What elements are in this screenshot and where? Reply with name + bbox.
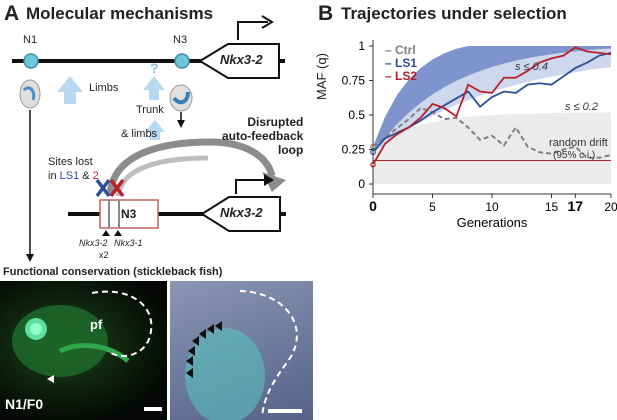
site-label-x2: x2 (99, 250, 109, 260)
stickleback-photo-left: N1/F0 pf (0, 281, 167, 420)
drift-ci-band (373, 112, 611, 184)
conservation-heading: Functional conservation (stickleback fis… (3, 266, 223, 278)
sites-lost-label: Sites lost in LS1 & 2 (48, 156, 99, 182)
chart-annotations: s ≤ 0.4 s ≤ 0.2 random drift(95% c.i.) (515, 61, 608, 161)
svg-text:?: ? (150, 60, 159, 76)
pf-label: pf (90, 317, 103, 332)
chart-annotation: (95% c.i.) (553, 150, 595, 161)
chart-legend: – Ctrl– LS1– LS2 (385, 43, 417, 83)
x-tick-label: 10 (485, 200, 499, 214)
chart-annotation: random drift (549, 137, 608, 149)
y-axis-title: MAF (q) (314, 53, 329, 100)
y-tick-label: 0.75 (342, 74, 366, 88)
label-n3-top: N3 (173, 34, 188, 46)
n1-enhancer (23, 53, 39, 69)
panel-a-title: Molecular mechanisms (26, 4, 214, 23)
chart-annotation: s ≤ 0.4 (515, 61, 548, 73)
label-trunk: Trunk (136, 104, 164, 116)
feedback-loop-arrow (106, 138, 276, 197)
y-tick-label: 1 (358, 39, 365, 53)
selection-band-0-4 (373, 46, 611, 154)
y-tick-label: 0 (358, 177, 365, 191)
limbs-up-arrow (57, 76, 83, 104)
site-label-nkx31: Nkx3-1 (114, 238, 143, 248)
legend-entry: – LS2 (385, 69, 417, 83)
x-tick-label: 5 (429, 200, 436, 214)
scale-bar-right (268, 409, 302, 413)
x-tick-label: 0 (369, 198, 377, 214)
n3-enhancer (174, 53, 190, 69)
bottom-promoter-arrow (235, 179, 270, 194)
embryo-trunk-sketch (169, 84, 193, 112)
x-axis-title: Generations (457, 215, 528, 230)
embryo-limbs-sketch (19, 79, 41, 109)
label-n1: N1 (23, 34, 38, 46)
label-and-limbs: & limbs (121, 128, 158, 140)
label-n3-box: N3 (121, 207, 137, 221)
top-gene-arrow (198, 43, 280, 79)
trunk-limbs-up-arrow (145, 120, 165, 140)
bottom-gene-arrow (200, 196, 281, 232)
panel-b-title: Trajectories under selection (341, 4, 567, 23)
scale-bar (144, 407, 162, 411)
panel-b-letter: B (318, 2, 334, 25)
site-label-nkx32: Nkx3-2 (79, 238, 108, 248)
photo-left-label: N1/F0 (5, 396, 44, 412)
panel-a-diagram: ? (12, 15, 286, 262)
fin-outline-right (239, 290, 298, 417)
y-tick-label: 0.25 (342, 143, 366, 157)
disrupted-loop-label: Disrupted auto-feedback loop (221, 115, 304, 157)
feedback-loop-arrow-light (115, 155, 209, 197)
pectoral-fin-outline (91, 290, 153, 357)
label-limbs: Limbs (89, 82, 119, 94)
series-ls2-line (372, 46, 612, 166)
stickleback-photo-right (170, 281, 313, 420)
trunk-up-arrow (143, 76, 165, 100)
label-gene-bottom: Nkx3-2 (220, 205, 263, 220)
chart-series (370, 46, 612, 168)
panel-a-letter: A (4, 2, 20, 25)
y-tick-label: 0.5 (348, 108, 365, 122)
x-tick-label: 17 (568, 198, 584, 214)
top-promoter-arrow (237, 21, 268, 40)
legend-entry: – LS1 (385, 56, 417, 70)
legend-entry: – Ctrl (385, 43, 416, 57)
x-tick-label: 20 (604, 200, 617, 214)
x-tick-label: 15 (545, 200, 559, 214)
chart-annotation: s ≤ 0.2 (565, 101, 598, 113)
label-gene-top: Nkx3-2 (220, 52, 263, 67)
lost-site-crosses (95, 178, 125, 198)
selection-bands (373, 46, 611, 184)
